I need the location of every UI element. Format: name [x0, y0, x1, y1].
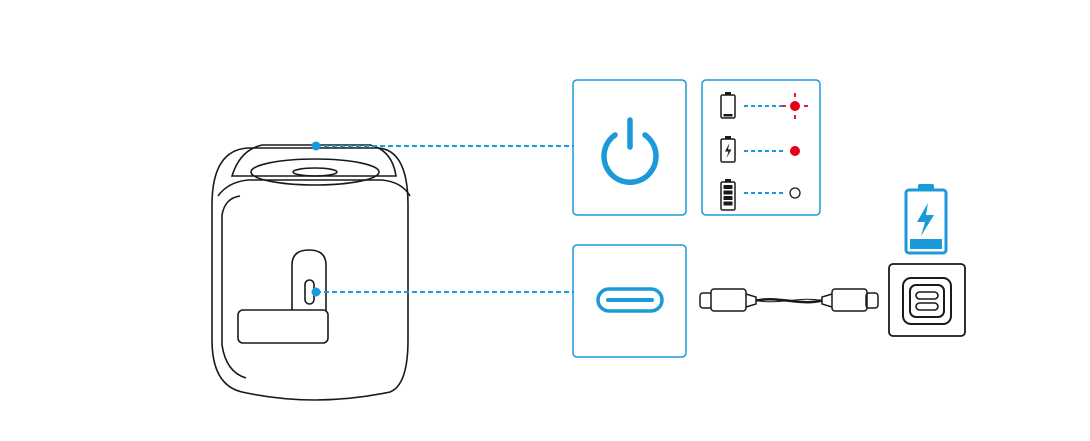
- battery-charging-icon: [720, 136, 736, 163]
- led-off-icon: [789, 187, 801, 199]
- speaker-port-recess: [291, 249, 327, 342]
- speaker-top-disc: [250, 158, 380, 186]
- power-icon: [601, 117, 659, 185]
- battery-full-icon: [720, 179, 736, 211]
- power-leader-dot: [311, 141, 321, 151]
- usb-leader-dot: [311, 287, 321, 297]
- usb-c-port-icon: [596, 287, 664, 313]
- power-callout-box: [572, 79, 687, 216]
- usb-c-to-usb-c-cable-icon: [699, 288, 879, 312]
- battery-low-icon: [720, 92, 736, 119]
- led-red-blinking-icon: [782, 93, 808, 119]
- speaker-strap: [237, 309, 329, 344]
- battery-indicator-box: [701, 79, 821, 216]
- leader-lines: [316, 145, 574, 293]
- speaker-top-edge: [217, 179, 411, 197]
- speaker-top-center: [292, 167, 338, 177]
- led-red-solid-icon: [790, 146, 800, 156]
- usb-callout-box: [572, 244, 687, 358]
- speaker-side-panel: [221, 195, 247, 379]
- usb-c-wall-charger-icon: [888, 263, 966, 337]
- speaker-top-cap: [230, 144, 397, 177]
- speaker-body: [211, 147, 409, 401]
- speaker-illustration: [211, 144, 411, 401]
- charger-battery-charging-icon: [904, 184, 948, 255]
